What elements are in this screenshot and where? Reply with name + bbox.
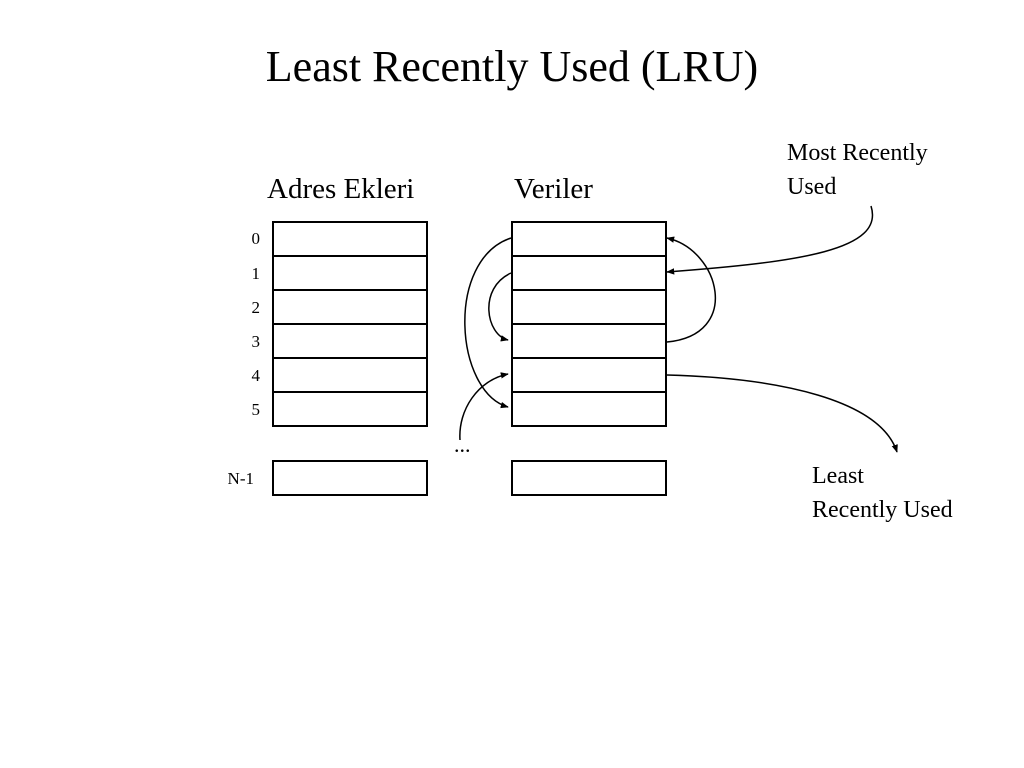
row-label-2: 2 (251, 298, 261, 317)
ellipsis: ... (454, 432, 471, 457)
arrow-most-recent-to-row-1 (666, 205, 874, 275)
arrow-row-4-to-least-recent (666, 374, 898, 453)
address-tags-header: Adres Ekleri (267, 173, 415, 205)
least-recently-used-label: Least Recently Used (812, 459, 953, 527)
slide-title: Least Recently Used (LRU) (265, 42, 759, 91)
arrow-row-3-to-row-0 (666, 236, 717, 343)
most-recently-used-line-2: Used (787, 174, 837, 200)
address-cell-4 (272, 357, 428, 393)
least-recently-used-line-1: Least (812, 463, 864, 489)
address-cell-last (272, 460, 428, 496)
row-label-1: 1 (251, 264, 261, 283)
most-recently-used-line-1: Most Recently (787, 140, 928, 166)
address-cell-1 (272, 255, 428, 291)
most-recently-used-label: Most Recently Used (787, 136, 928, 204)
arrow-row-0-to-row-5 (464, 237, 512, 409)
least-recently-used-line-2: Recently Used (812, 497, 953, 523)
row-label-3: 3 (251, 332, 261, 351)
row-label-last: N-1 (227, 469, 254, 488)
data-cell-5 (511, 391, 667, 427)
row-label-4: 4 (251, 366, 261, 385)
data-cell-last (511, 460, 667, 496)
data-header: Veriler (514, 173, 593, 205)
arrow-ellipsis-to-row-4 (459, 372, 509, 441)
row-label-5: 5 (251, 400, 261, 419)
arrow-row-1-to-row-3 (488, 272, 512, 342)
address-cell-5 (272, 391, 428, 427)
row-label-0: 0 (251, 229, 261, 248)
